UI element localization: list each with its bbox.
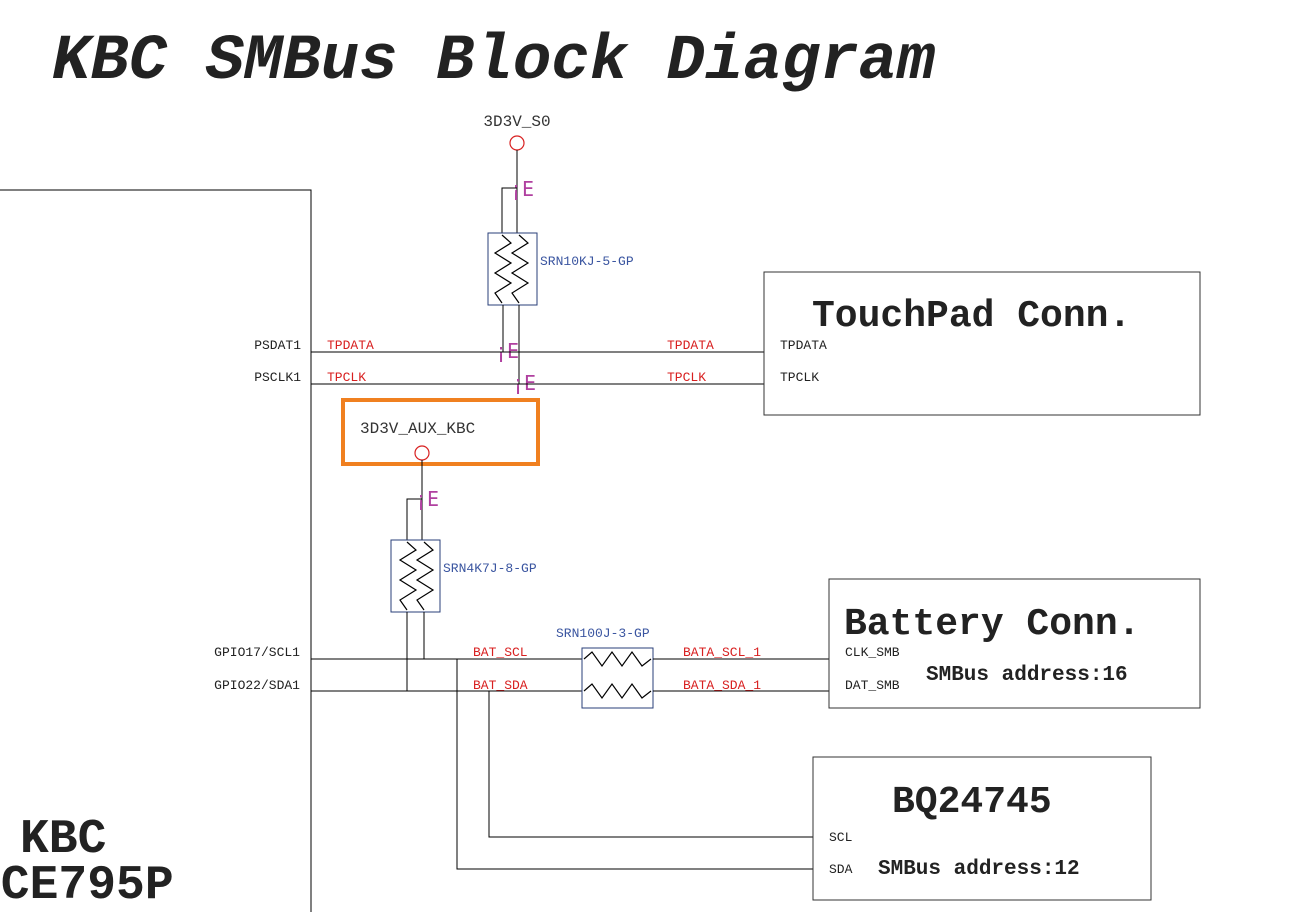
- battery-title: Battery Conn.: [844, 603, 1140, 646]
- battery-smbus-address: SMBus address:16: [926, 664, 1128, 687]
- kbc-part-number: PCE795P: [0, 859, 174, 912]
- kbc-pin-gpio17: GPIO17/SCL1: [214, 645, 300, 660]
- net-label-bata-scl: BATA_SCL_1: [683, 645, 761, 660]
- net-label-bat-sda: BAT_SDA: [473, 678, 528, 693]
- battery-nets: BAT_SCL BAT_SDA SRN100J-3-GP BATA_SCL_1 …: [311, 626, 829, 709]
- charger-nets: [456, 659, 813, 870]
- power-rail-3d3v-aux-kbc: 3D3V_AUX_KBC: [360, 420, 475, 438]
- net-label-tpclk: TPCLK: [327, 370, 366, 385]
- charger-pin-scl: SCL: [829, 830, 852, 845]
- net-label-tpdata: TPDATA: [327, 338, 374, 353]
- resistor-zigzag: [493, 234, 513, 304]
- probe-mark: ¡E: [510, 177, 534, 201]
- touchpad-nets: TPDATA TPCLK TPDATA TPCLK: [311, 338, 764, 385]
- power-rail-symbol: [414, 445, 430, 461]
- charger-block: BQ24745 SCL SDA SMBus address:12: [812, 756, 1152, 901]
- resistor-pack-mid: [390, 539, 441, 613]
- charger-title: BQ24745: [892, 781, 1052, 824]
- resistor-label-top: SRN10KJ-5-GP: [540, 254, 634, 269]
- kbc-block: KBC PCE795P PSDAT1 PSCLK1 GPIO17/SCL1 GP…: [0, 189, 312, 912]
- probe-mark: ¡E: [415, 487, 439, 511]
- battery-connector: Battery Conn. CLK_SMB DAT_SMB SMBus addr…: [828, 578, 1201, 709]
- rail-branch: [501, 187, 517, 233]
- top-pullup: 3D3V_S0 ¡E SRN10KJ-5-GP ¡E ¡E: [483, 113, 633, 395]
- battery-box: [828, 578, 1201, 709]
- battery-pin-clk: CLK_SMB: [845, 645, 900, 660]
- resistor-pack-series: [581, 647, 654, 709]
- touchpad-box: [763, 271, 1201, 416]
- wire-charger-scl: [488, 691, 813, 838]
- resistor-zigzag: [415, 541, 435, 611]
- touchpad-pin-tpdata: TPDATA: [780, 338, 827, 353]
- net-label-tpclk: TPCLK: [667, 370, 706, 385]
- charger-box: [812, 756, 1152, 901]
- resistor-zigzag: [510, 234, 530, 304]
- resistor-zigzag: [583, 682, 652, 700]
- kbc-pin-gpio22: GPIO22/SDA1: [214, 678, 300, 693]
- kbc-pin-psclk1: PSCLK1: [254, 370, 301, 385]
- resistor-zigzag: [398, 541, 418, 611]
- resistor-label-series: SRN100J-3-GP: [556, 626, 650, 641]
- touchpad-title: TouchPad Conn.: [812, 295, 1131, 338]
- kbc-outline: [0, 189, 312, 912]
- touchpad-connector: TouchPad Conn. TPDATA TPCLK: [763, 271, 1201, 416]
- battery-pin-dat: DAT_SMB: [845, 678, 900, 693]
- wire-charger-sda: [456, 659, 813, 870]
- resistor-label-mid: SRN4K7J-8-GP: [443, 561, 537, 576]
- aux-rail-branch: [406, 498, 422, 540]
- net-label-bat-scl: BAT_SCL: [473, 645, 528, 660]
- probe-mark: ¡E: [512, 371, 536, 395]
- net-label-bata-sda: BATA_SDA_1: [683, 678, 761, 693]
- highlight-box: [341, 398, 540, 466]
- charger-pin-sda: SDA: [829, 862, 853, 877]
- probe-mark: ¡E: [495, 339, 519, 363]
- power-rail-3d3v-s0: 3D3V_S0: [483, 113, 550, 131]
- resistor-zigzag: [583, 650, 652, 668]
- charger-smbus-address: SMBus address:12: [878, 858, 1080, 881]
- net-label-tpdata: TPDATA: [667, 338, 714, 353]
- diagram-title: KBC SMBus Block Diagram: [52, 26, 935, 98]
- power-rail-symbol: [509, 135, 525, 151]
- touchpad-pin-tpclk: TPCLK: [780, 370, 819, 385]
- kbc-name: KBC: [20, 813, 106, 867]
- aux-pullup: 3D3V_AUX_KBC ¡E SRN4K7J-8-GP: [341, 398, 540, 691]
- kbc-pin-psdat1: PSDAT1: [254, 338, 301, 353]
